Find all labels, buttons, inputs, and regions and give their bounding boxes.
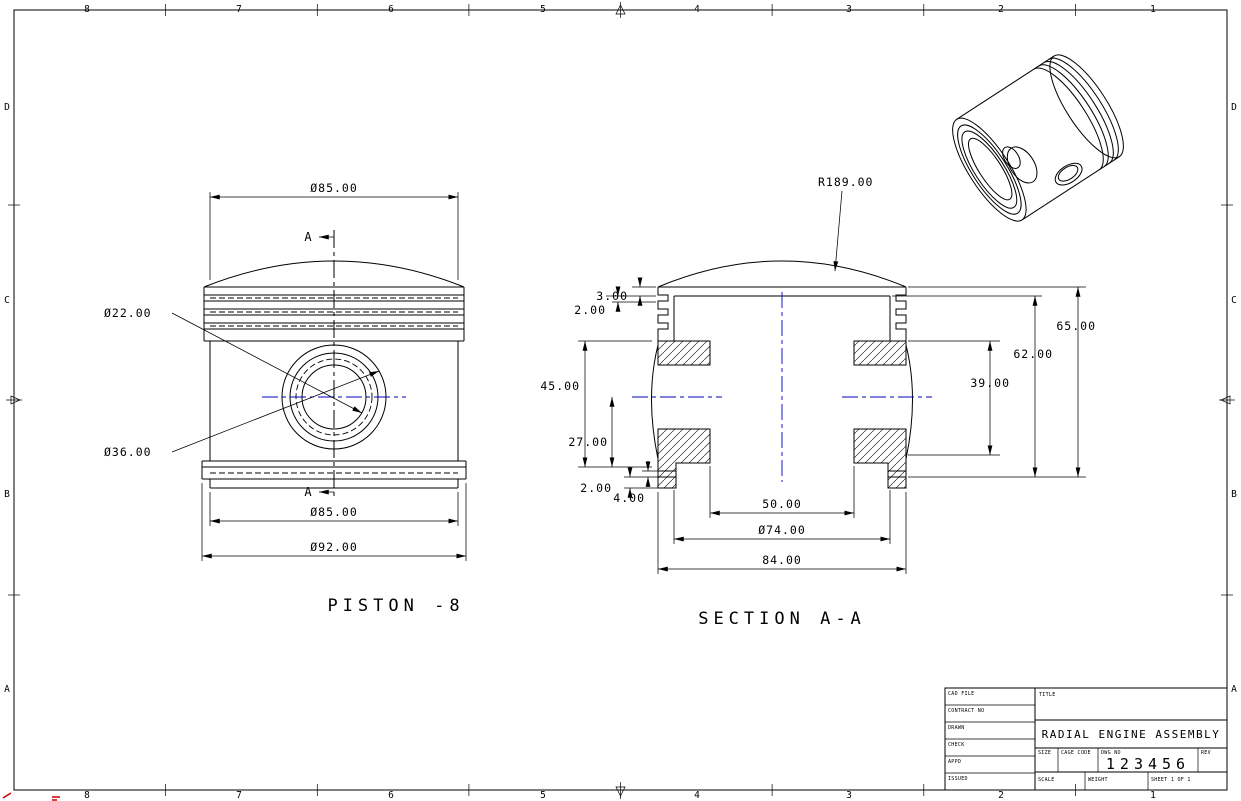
dim-step-b: 4.00 [613, 491, 645, 505]
center-marks [6, 2, 1235, 799]
zone-row: A [4, 684, 10, 695]
tb-field-5: ISSUED [948, 776, 968, 782]
dim-skirt-diameter: Ø92.00 [310, 540, 358, 554]
zone-col: 6 [388, 790, 394, 801]
dim-boss-height: 39.00 [970, 376, 1010, 390]
iso-open-face [952, 117, 1027, 222]
zone-row: C [4, 295, 10, 306]
title-block: CAD FILE CONTRACT NO DRAWN CHECK APPD IS… [944, 687, 1228, 791]
zone-col: 7 [236, 790, 242, 801]
tb-sheet-label: SHEET 1 OF 1 [1151, 777, 1191, 783]
iso-inner-bore [1006, 146, 1038, 184]
dim-pin-depth: 27.00 [568, 435, 608, 449]
tb-scale-label: SCALE [1038, 777, 1055, 783]
dim-crown-thickness: 3.00 [596, 289, 628, 303]
front-view: A A Ø85.00 Ø85.00 Ø92.00 Ø22.00 Ø36.00 P… [104, 181, 467, 616]
tb-field-2: DRAWN [948, 725, 965, 731]
tb-rev-label: REV [1201, 750, 1211, 756]
dim-step-a: 2.00 [580, 481, 612, 495]
iso-pin-hole [1054, 162, 1083, 186]
tb-field-4: APPD [948, 759, 961, 765]
tb-drawing-number: 123456 [1106, 755, 1190, 773]
dim-inner-height: 62.00 [1013, 347, 1053, 361]
iso-crown-face [1049, 54, 1124, 159]
section-view-geometry [632, 260, 932, 489]
zone-col: 6 [388, 4, 394, 15]
tb-size-label: SIZE [1038, 750, 1051, 756]
dim-land-thickness: 2.00 [574, 303, 606, 317]
iso-view [952, 54, 1124, 222]
front-view-dimensions: Ø85.00 Ø85.00 Ø92.00 Ø22.00 Ø36.00 [104, 181, 467, 561]
zone-col: 7 [236, 4, 242, 15]
tb-field-3: CHECK [948, 742, 965, 748]
front-view-title: PISTON -8 [327, 596, 464, 616]
tb-field-0: CAD FILE [948, 691, 974, 697]
dim-boss-diameter: Ø36.00 [104, 445, 152, 459]
tb-title-label: TITLE [1039, 692, 1056, 698]
zone-row: D [1231, 102, 1237, 113]
sheet-border [6, 2, 1235, 799]
zone-row: C [1231, 295, 1237, 306]
zone-col: 8 [84, 790, 90, 801]
dim-ring-diameter: Ø85.00 [310, 505, 358, 519]
dim-pin-diameter: Ø22.00 [104, 306, 152, 320]
zone-col: 3 [846, 4, 852, 15]
zone-col: 5 [540, 790, 546, 801]
dim-inner-diameter: Ø74.00 [758, 523, 806, 537]
tb-drawing-title: RADIAL ENGINE ASSEMBLY [1042, 728, 1221, 741]
section-view-dimensions: R189.00 3.00 2.00 45.00 27.00 [540, 175, 1096, 574]
dim-crown-diameter: Ø85.00 [310, 181, 358, 195]
dim-skirt-width: 84.00 [762, 553, 802, 567]
tb-dwg-label: DWG NO [1101, 750, 1121, 756]
zone-row: B [1231, 489, 1237, 500]
tb-weight-label: WEIGHT [1088, 777, 1108, 783]
dim-total-height: 65.00 [1056, 319, 1096, 333]
section-marker-bottom: A [304, 485, 312, 499]
dim-skirt-length: 45.00 [540, 379, 580, 393]
dim-boss-gap: 50.00 [762, 497, 802, 511]
zone-row: A [1231, 684, 1237, 695]
section-view: R189.00 3.00 2.00 45.00 27.00 [540, 175, 1096, 629]
zone-col: 1 [1150, 790, 1156, 801]
zone-col: 4 [694, 4, 700, 15]
zone-labels: 8 7 6 5 4 3 2 1 8 7 6 5 4 3 2 1 D C B A … [4, 4, 1237, 801]
dim-crown-radius: R189.00 [818, 175, 873, 189]
section-view-title: SECTION A-A [698, 609, 866, 629]
zone-col: 2 [998, 790, 1004, 801]
zone-row: D [4, 102, 10, 113]
zone-col: 3 [846, 790, 852, 801]
tb-field-1: CONTRACT NO [948, 708, 984, 714]
zone-col: 8 [84, 4, 90, 15]
plot-marks [2, 792, 60, 801]
zone-row: B [4, 489, 10, 500]
section-cut-line: A A [304, 230, 335, 500]
zone-col: 1 [1150, 4, 1156, 15]
zone-col: 4 [694, 790, 700, 801]
zone-col: 2 [998, 4, 1004, 15]
zone-col: 5 [540, 4, 546, 15]
section-marker-top: A [304, 230, 312, 244]
tb-cage-label: CAGE CODE [1061, 750, 1091, 756]
